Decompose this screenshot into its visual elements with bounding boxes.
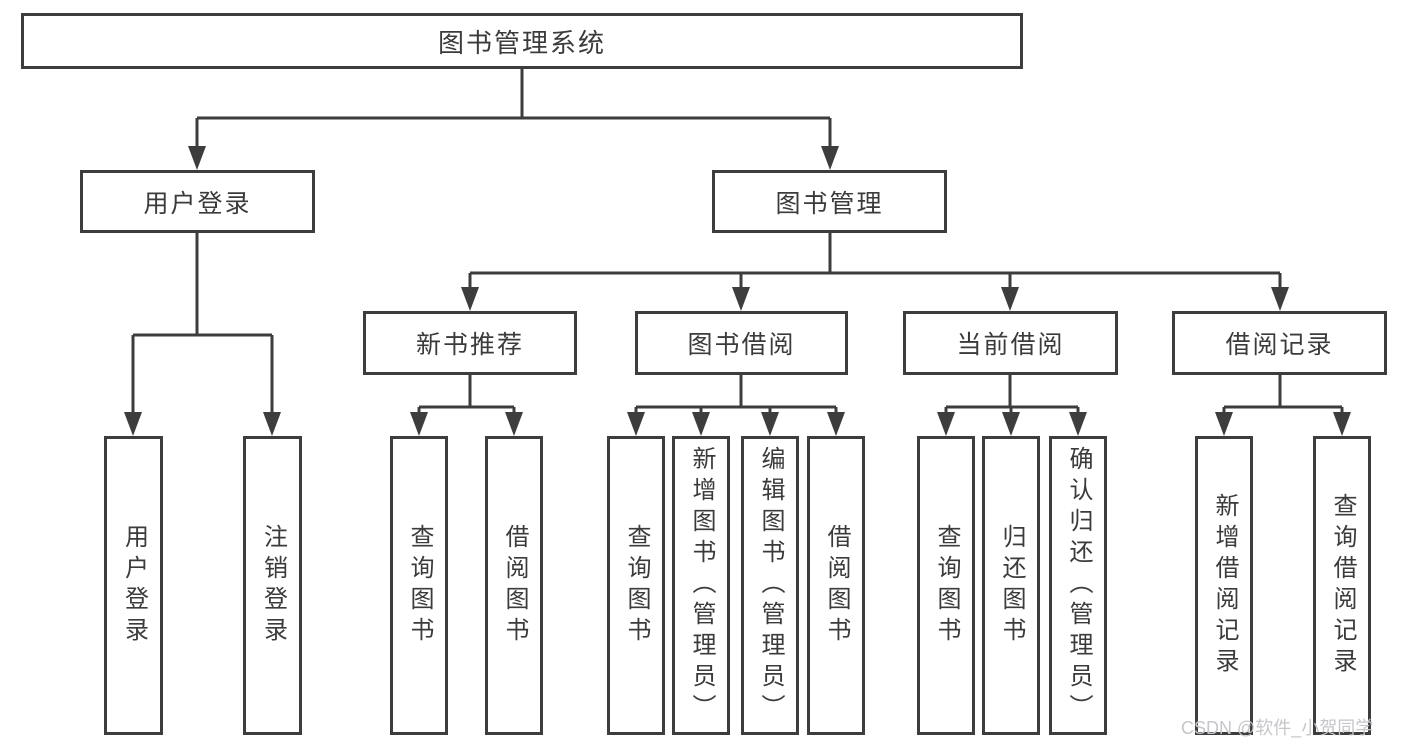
connector-book-management-to-level3: [468, 230, 1282, 291]
arrowheads: [124, 146, 1351, 436]
node-library-management-system: 图书管理系统: [21, 13, 1023, 69]
leaf-borrow-books-recommend: 借阅图书: [485, 436, 543, 735]
node-current-borrow: 当前借阅: [903, 311, 1118, 375]
node-book-management: 图书管理: [712, 170, 947, 233]
node-user-login: 用户登录: [80, 170, 315, 233]
connector-current-borrow-group: [944, 373, 1080, 416]
node-borrow-records: 借阅记录: [1172, 311, 1387, 375]
leaf-query-books-borrow: 查询图书: [607, 436, 665, 735]
connector-user-login-group: [131, 230, 274, 416]
leaf-query-books-recommend: 查询图书: [390, 436, 448, 735]
leaf-logout: 注销登录: [243, 436, 302, 735]
connector-root-to-level2: [195, 66, 832, 150]
connector-borrow-records-group: [1222, 373, 1344, 416]
connector-new-book-recommend-group: [417, 373, 516, 416]
leaf-borrow-books: 借阅图书: [807, 436, 865, 735]
leaf-query-books-current: 查询图书: [917, 436, 975, 735]
leaf-edit-books-admin: 编辑图书（管理员）: [741, 436, 799, 735]
leaf-return-books: 归还图书: [982, 436, 1040, 735]
connector-book-borrow-group: [634, 373, 838, 416]
leaf-add-books-admin: 新增图书（管理员）: [672, 436, 730, 735]
leaf-add-borrow-record: 新增借阅记录: [1195, 436, 1253, 735]
node-new-book-recommend: 新书推荐: [363, 311, 577, 375]
leaf-confirm-return-admin: 确认归还（管理员）: [1049, 436, 1107, 735]
csdn-watermark: CSDN @软件_小贺同学: [1181, 718, 1374, 738]
leaf-query-borrow-record: 查询借阅记录: [1313, 436, 1371, 735]
leaf-user-login: 用户登录: [104, 436, 163, 735]
node-book-borrow: 图书借阅: [635, 311, 848, 375]
